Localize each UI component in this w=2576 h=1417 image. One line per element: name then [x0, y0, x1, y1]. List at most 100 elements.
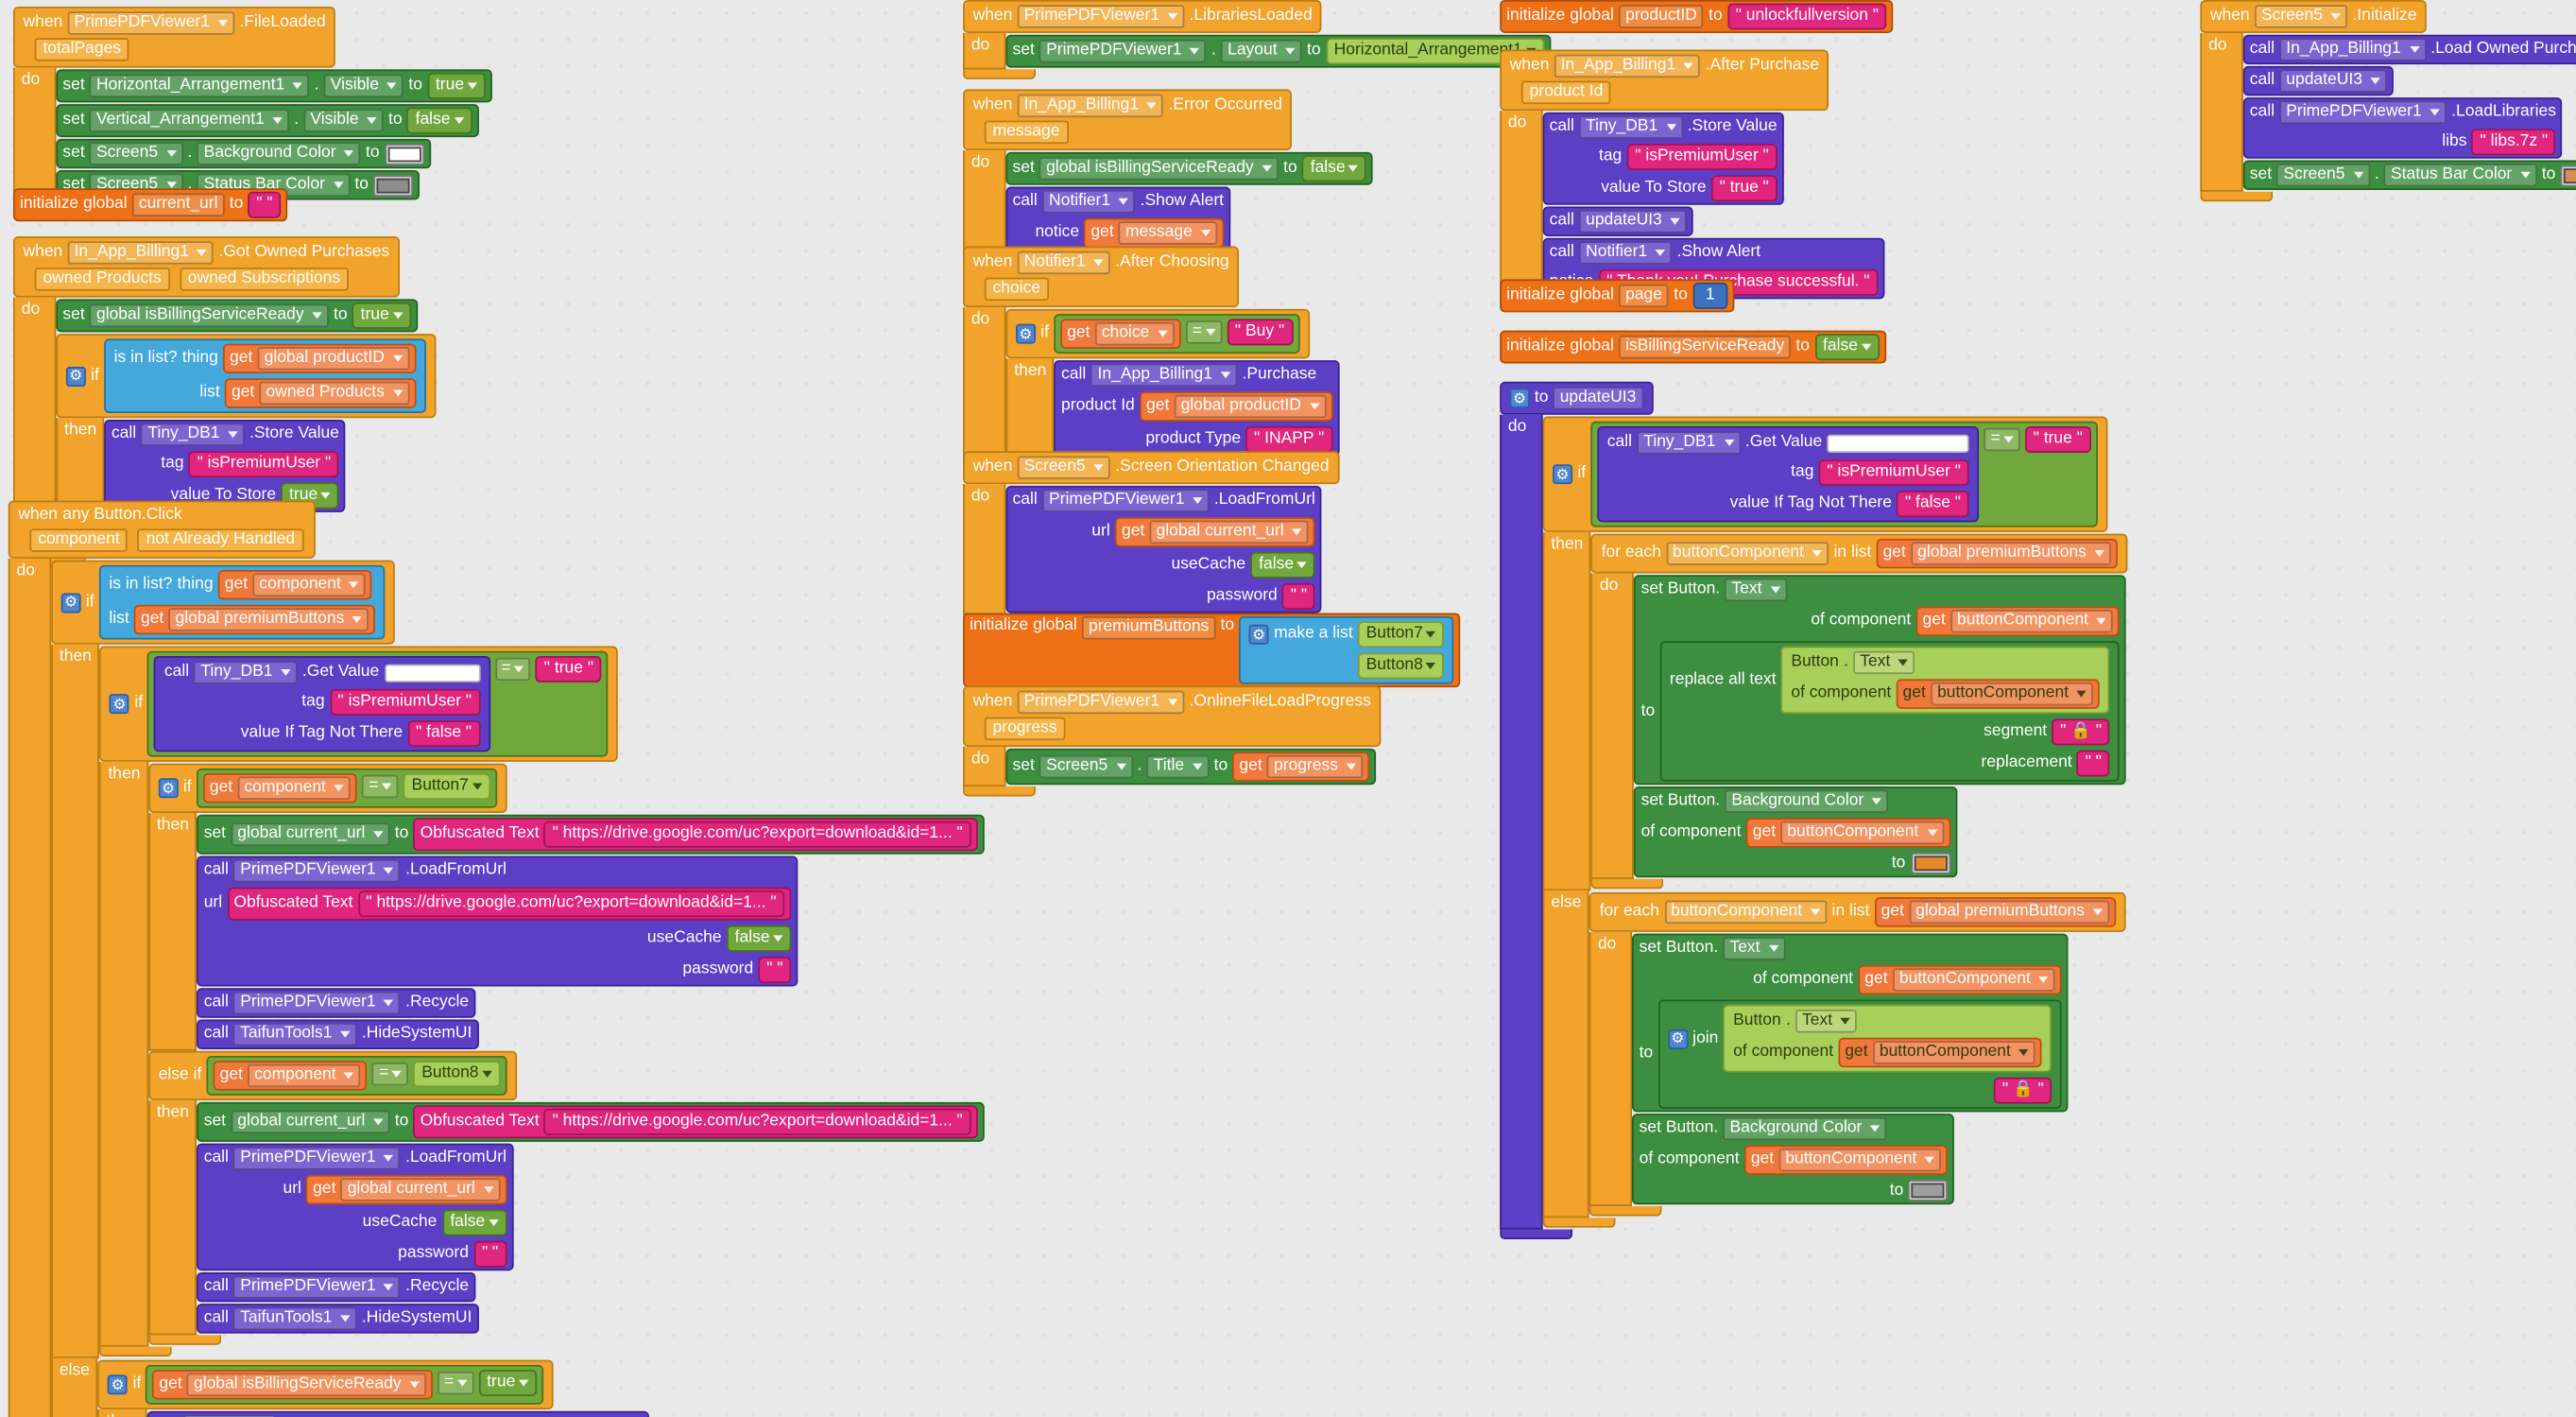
text-block-libs[interactable]: " libs.7z ": [2471, 129, 2556, 156]
param-message[interactable]: message: [984, 120, 1069, 145]
procedure-dropdown[interactable]: updateUI3: [2279, 69, 2388, 93]
loop-variable[interactable]: buttonComponent: [1666, 542, 1829, 565]
logic-false-block[interactable]: false: [1301, 155, 1367, 182]
variable-name[interactable]: productID: [1619, 5, 1704, 28]
if-premium-check-block[interactable]: ⚙ if call Tiny_DB1 .Get Value tag" isPre…: [99, 646, 985, 1357]
component-dropdown[interactable]: In_App_Billing1: [67, 241, 215, 265]
replace-all-text-block[interactable]: replace all text Button . Text of compon…: [1659, 641, 2121, 782]
when-screen-initialize-block[interactable]: when Screen5 .Initialize do call In_App_…: [2200, 0, 2576, 202]
logic-true-block[interactable]: true: [427, 72, 486, 99]
set-screen-statusbar-block[interactable]: set Screen5 . Status Bar Color to: [2242, 160, 2576, 191]
set-pdf-layout-block[interactable]: set PrimePDFViewer1 . Layout to Horizont…: [1005, 34, 1551, 68]
logic-true-block[interactable]: true: [478, 1370, 538, 1397]
mutator-gear-icon[interactable]: ⚙: [1016, 323, 1036, 344]
call-showchoosedialog-block[interactable]: call Notifier1 .Show Choose Dialog messa…: [146, 1410, 649, 1417]
property-dropdown[interactable]: Visible: [303, 109, 384, 132]
set-screen-statusbar-block[interactable]: set Screen5 . Status Bar Color to: [56, 170, 421, 200]
variable-name[interactable]: isBillingServiceReady: [1619, 335, 1792, 359]
param-totalpages[interactable]: totalPages: [34, 38, 129, 61]
call-loadfromurl-block[interactable]: call PrimePDFViewer1 .LoadFromUrl url ge…: [197, 1143, 513, 1271]
variable-name[interactable]: current_url: [131, 193, 225, 216]
mutator-gear-icon[interactable]: ⚙: [65, 366, 86, 387]
text-block-inapp[interactable]: " INAPP ": [1245, 425, 1333, 453]
component-dropdown[interactable]: Screen5: [89, 142, 183, 165]
set-global-isbilling-block[interactable]: set global isBillingServiceReady to fals…: [1005, 151, 1374, 185]
param-choice[interactable]: choice: [984, 277, 1049, 302]
variable-name[interactable]: page: [1619, 284, 1669, 308]
component-dropdown[interactable]: Horizontal_Arrangement1: [89, 74, 310, 98]
set-screen-bgcolor-block[interactable]: set Screen5 . Background Color to: [56, 138, 431, 169]
param-progress[interactable]: progress: [984, 717, 1066, 741]
mutator-gear-icon[interactable]: ⚙: [1509, 388, 1530, 408]
variable-dropdown[interactable]: global isBillingServiceReady: [89, 303, 329, 328]
color-block-white[interactable]: [384, 143, 424, 164]
equals-operator[interactable]: =: [438, 1371, 474, 1395]
set-horizontal-visible-block[interactable]: set Horizontal_Arrangement1 . Visible to…: [56, 69, 492, 103]
number-block[interactable]: 1: [1692, 282, 1728, 309]
text-block[interactable]: " isPremiumUser ": [1626, 144, 1777, 171]
set-vertical-visible-block[interactable]: set Vertical_Arrangement1 . Visible to f…: [56, 104, 479, 138]
param-owned-subscriptions[interactable]: owned Subscriptions: [180, 268, 349, 291]
text-block-unlock[interactable]: " unlockfullversion ": [1726, 3, 1887, 30]
component-dropdown[interactable]: Vertical_Arrangement1: [89, 109, 290, 132]
text-block[interactable]: " isPremiumUser ": [329, 688, 480, 716]
component-block-button7[interactable]: Button7: [403, 773, 490, 801]
init-global-premiumbuttons-block[interactable]: initialize global premiumButtons to ⚙ ma…: [963, 613, 1462, 688]
logic-true-block[interactable]: true: [352, 302, 411, 329]
when-notifier-afterchoosing-block[interactable]: when Notifier1 .After Choosing choice do…: [963, 246, 1340, 479]
component-block-button7[interactable]: Button7: [1357, 621, 1445, 648]
when-pdfviewer-onlineprogress-block[interactable]: when PrimePDFViewer1 .OnlineFileLoadProg…: [963, 685, 1382, 797]
logic-false-block[interactable]: false: [1250, 551, 1315, 579]
mutator-gear-icon[interactable]: ⚙: [60, 592, 81, 613]
when-billing-erroroccurred-block[interactable]: when In_App_Billing1 .Error Occurred mes…: [963, 89, 1374, 263]
equals-operator[interactable]: =: [362, 774, 399, 799]
mutator-gear-icon[interactable]: ⚙: [110, 694, 130, 715]
color-block-orange[interactable]: [1910, 852, 1950, 874]
call-tinydb-getvalue-block[interactable]: call Tiny_DB1 .Get Value tag" isPremiumU…: [154, 655, 490, 752]
obfuscated-text-block[interactable]: Obfuscated Text " https://drive.google.c…: [413, 1105, 978, 1139]
when-pdfviewer-fileloaded-block[interactable]: when PrimePDFViewer1 .FileLoaded totalPa…: [12, 6, 492, 212]
mutator-gear-icon[interactable]: ⚙: [1248, 624, 1269, 645]
call-loadowned-block[interactable]: call In_App_Billing1 .Load Owned Purchas…: [2242, 34, 2576, 65]
property-dropdown[interactable]: Background Color: [1725, 789, 1889, 814]
call-recycle-block[interactable]: call PrimePDFViewer1 .Recycle: [197, 988, 476, 1018]
param-owned-products[interactable]: owned Products: [34, 268, 170, 291]
call-loadlibraries-block[interactable]: call PrimePDFViewer1 .LoadLibraries libs…: [2242, 97, 2563, 159]
text-block-empty[interactable]: " ": [2077, 750, 2110, 777]
variable-name[interactable]: premiumButtons: [1082, 616, 1216, 640]
property-dropdown[interactable]: Text: [1725, 578, 1787, 602]
empty-socket[interactable]: [1827, 433, 1969, 453]
property-dropdown[interactable]: Visible: [323, 74, 404, 98]
color-block-gray[interactable]: [1908, 1180, 1949, 1201]
text-block[interactable]: " false ": [407, 720, 480, 748]
equals-operator[interactable]: =: [494, 657, 531, 682]
call-tinydb-storevalue-block[interactable]: call Tiny_DB1 .Store Value tag" isPremiu…: [1542, 112, 1784, 205]
mutator-gear-icon[interactable]: ⚙: [1553, 464, 1573, 485]
procedure-updateui3-block[interactable]: ⚙ to updateUI3 do ⚙ if call Tiny_DB1 .Ge…: [1500, 381, 2128, 1239]
init-global-current-url-block[interactable]: initialize global current_url to " ": [12, 188, 288, 222]
call-hidesystemui-block[interactable]: call TaifunTools1 .HideSystemUI: [197, 1304, 479, 1334]
set-button-bgcolor-block[interactable]: set Button. Background Color of componen…: [1634, 786, 1957, 878]
text-block-url[interactable]: " https://drive.google.com/uc?export=dow…: [543, 821, 971, 848]
text-block[interactable]: " isPremiumUser ": [1818, 458, 1969, 486]
